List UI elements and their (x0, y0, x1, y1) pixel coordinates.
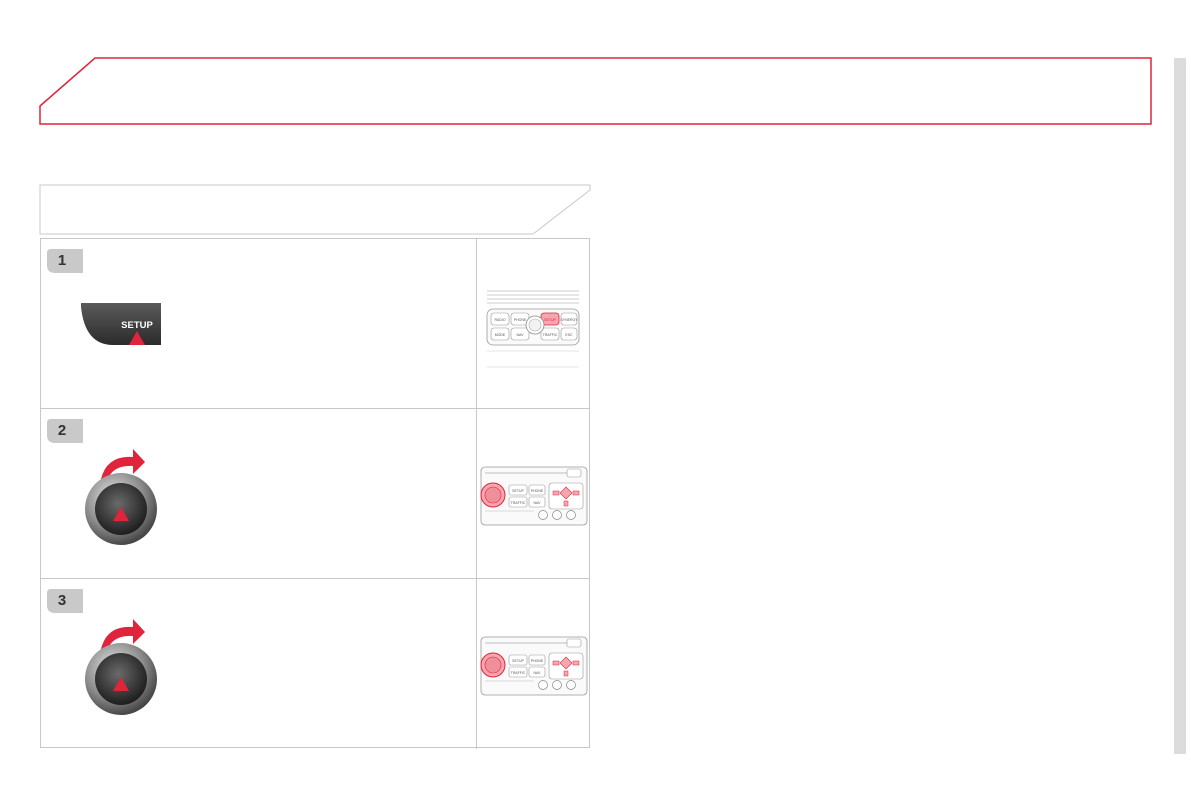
step-image-cell: SETUP PHONE TRAFFIC NAV (476, 409, 589, 578)
step-number: 2 (57, 422, 67, 439)
step-badge (47, 589, 83, 613)
svg-text:TRAFFIC: TRAFFIC (543, 333, 558, 337)
step-image-cell: RADIO PHONE SETUP SYNERGY MODE NAV TRAFF… (476, 239, 589, 408)
rotary-knob-turn-press-icon (85, 449, 157, 545)
steps-table: 1 SETUP (40, 238, 590, 749)
svg-text:NAV: NAV (517, 333, 525, 337)
step-badge (47, 249, 83, 273)
svg-text:TRAFFIC: TRAFFIC (511, 671, 526, 675)
svg-text:NAV: NAV (534, 671, 542, 675)
svg-text:NAV: NAV (534, 501, 542, 505)
svg-text:SETUP: SETUP (512, 489, 524, 493)
step-row-1: 1 SETUP (41, 239, 589, 409)
title-banner (39, 57, 1152, 125)
svg-text:SETUP: SETUP (544, 318, 556, 322)
svg-text:PHONE: PHONE (514, 318, 527, 322)
step-row-3: 3 (41, 579, 589, 749)
svg-text:PHONE: PHONE (531, 489, 544, 493)
svg-text:SYNERGY: SYNERGY (560, 318, 578, 322)
step-image-cell: SETUP PHONE TRAFFIC NAV (476, 579, 589, 749)
setup-button-press-icon: SETUP (81, 303, 161, 370)
step-badge (47, 419, 83, 443)
control-panel-thumbnail: SETUP PHONE TRAFFIC NAV (480, 636, 588, 696)
control-panel-thumbnail: SETUP PHONE TRAFFIC NAV (480, 466, 588, 526)
rotary-knob-turn-press-icon (85, 619, 157, 715)
step-row-2: 2 (41, 409, 589, 579)
svg-text:RADIO: RADIO (494, 318, 505, 322)
section-header-box (39, 184, 591, 235)
svg-text:MODE: MODE (495, 333, 506, 337)
step-number: 1 (57, 252, 67, 269)
svg-text:PHONE: PHONE (531, 659, 544, 663)
page-edge-tab (1174, 58, 1186, 754)
control-panel-thumbnail: RADIO PHONE SETUP SYNERGY MODE NAV TRAFF… (486, 290, 580, 368)
svg-text:ESC: ESC (565, 333, 573, 337)
setup-button-label: SETUP (121, 320, 153, 331)
svg-text:SETUP: SETUP (512, 659, 524, 663)
svg-text:TRAFFIC: TRAFFIC (511, 501, 526, 505)
step-number: 3 (57, 592, 67, 609)
